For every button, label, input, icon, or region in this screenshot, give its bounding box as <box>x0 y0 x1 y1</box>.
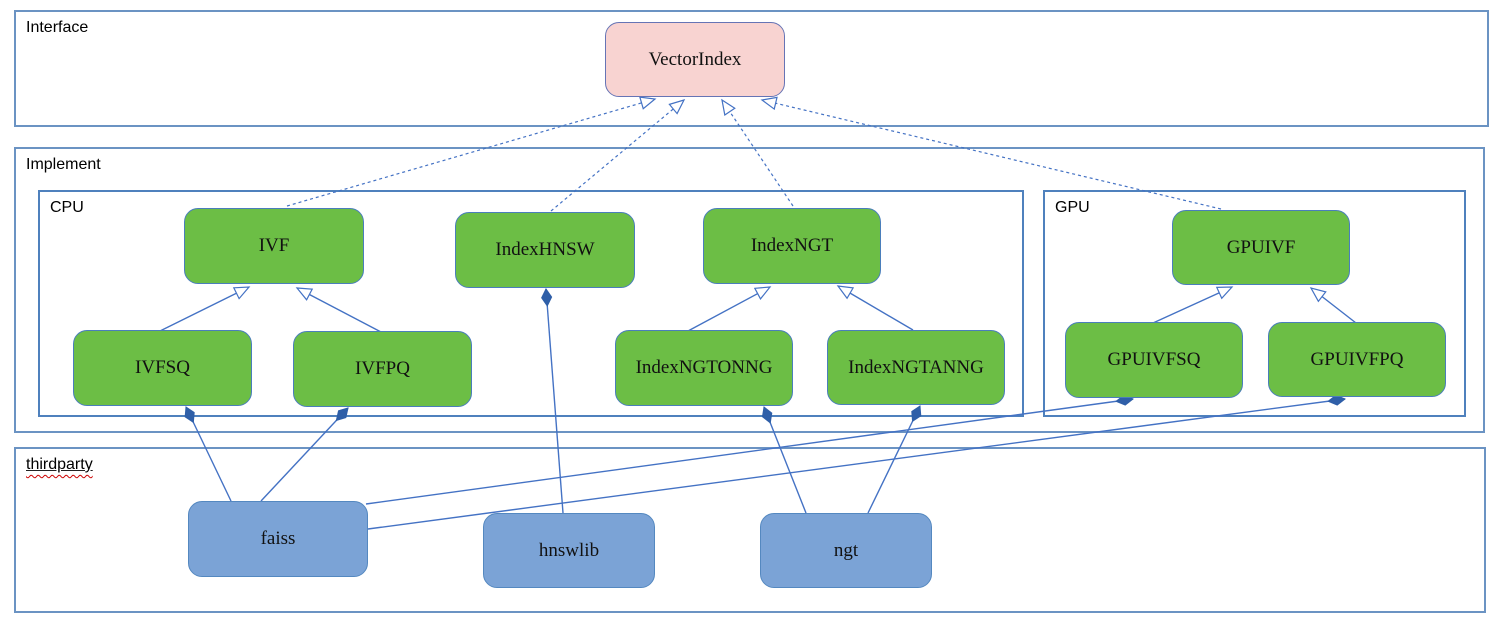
edge-indexngtonng-indexngt <box>687 286 772 332</box>
edge-faiss-gpuivfpq <box>367 394 1346 530</box>
node-ivf-label: IVF <box>258 235 290 256</box>
node-ivfpq-label: IVFPQ <box>355 358 410 379</box>
container-thirdparty: thirdparty <box>14 447 1486 613</box>
edge-gpuivfpq-gpuivf <box>1309 287 1357 324</box>
node-vectorindex: VectorIndex <box>605 22 785 97</box>
container-gpu-label: GPU <box>1055 199 1090 216</box>
edge-indexngtanng-indexngt <box>836 285 914 331</box>
edge-ngt-indexngtonng <box>761 406 807 514</box>
edge-gpuivfsq-gpuivf <box>1152 286 1234 324</box>
node-ivfsq-label: IVFSQ <box>135 357 190 378</box>
edge-ivfpq-ivf <box>295 287 382 333</box>
container-implement-label: Implement <box>26 156 101 173</box>
node-ivfsq: IVFSQ <box>73 330 252 406</box>
node-ngt-label: ngt <box>833 539 859 561</box>
container-interface-label: Interface <box>26 19 89 36</box>
node-hnswlib: hnswlib <box>483 513 655 588</box>
edge-gpuivf-vectorindex <box>760 96 1222 210</box>
node-faiss-label: faiss <box>260 528 296 549</box>
node-ngt: ngt <box>760 513 932 588</box>
container-implement: Implement <box>14 147 1485 433</box>
edge-indexhnsw-vectorindex <box>550 99 686 212</box>
edge-faiss-ivfsq <box>184 406 232 502</box>
container-gpu: GPU <box>1043 190 1466 417</box>
node-vectorindex-label: VectorIndex <box>648 48 742 70</box>
node-ivfpq: IVFPQ <box>293 331 472 407</box>
edge-hnswlib-indexhnsw <box>541 288 564 514</box>
node-hnswlib-label: hnswlib <box>538 539 600 561</box>
node-indexngt-label: IndexNGT <box>750 235 834 256</box>
node-gpuivfsq: GPUIVFSQ <box>1065 322 1243 398</box>
node-indexngtanng-label: IndexNGTANNG <box>848 356 984 378</box>
node-indexngtonng-label: IndexNGTONNG <box>635 357 773 378</box>
node-gpuivfpq: GPUIVFPQ <box>1268 322 1446 397</box>
node-indexhnsw: IndexHNSW <box>455 212 635 288</box>
container-thirdparty-label: thirdparty <box>26 456 93 474</box>
node-gpuivfpq-label: GPUIVFPQ <box>1310 348 1404 370</box>
node-gpuivf: GPUIVF <box>1172 210 1350 285</box>
node-ivf: IVF <box>184 208 364 284</box>
node-indexngt: IndexNGT <box>703 208 881 284</box>
node-gpuivfsq-label: GPUIVFSQ <box>1107 349 1201 370</box>
node-indexngtanng: IndexNGTANNG <box>827 330 1005 405</box>
node-gpuivf-label: GPUIVF <box>1226 236 1296 258</box>
container-cpu-label: CPU <box>50 199 84 216</box>
node-indexhnsw-label: IndexHNSW <box>495 239 595 260</box>
edge-ivf-vectorindex <box>286 96 657 207</box>
thirdparty-misspelling-squiggle: thirdparty <box>26 456 93 473</box>
container-interface: Interface <box>14 10 1489 127</box>
node-indexngtonng: IndexNGTONNG <box>615 330 793 406</box>
edge-ngt-indexngtanng <box>867 405 922 514</box>
edge-indexngt-vectorindex <box>721 98 794 207</box>
edge-faiss-ivfpq <box>260 407 349 502</box>
container-cpu: CPU <box>38 190 1024 417</box>
edge-ivfsq-ivf <box>159 286 251 332</box>
node-faiss: faiss <box>188 501 368 577</box>
edge-faiss-gpuivfsq <box>365 394 1134 505</box>
